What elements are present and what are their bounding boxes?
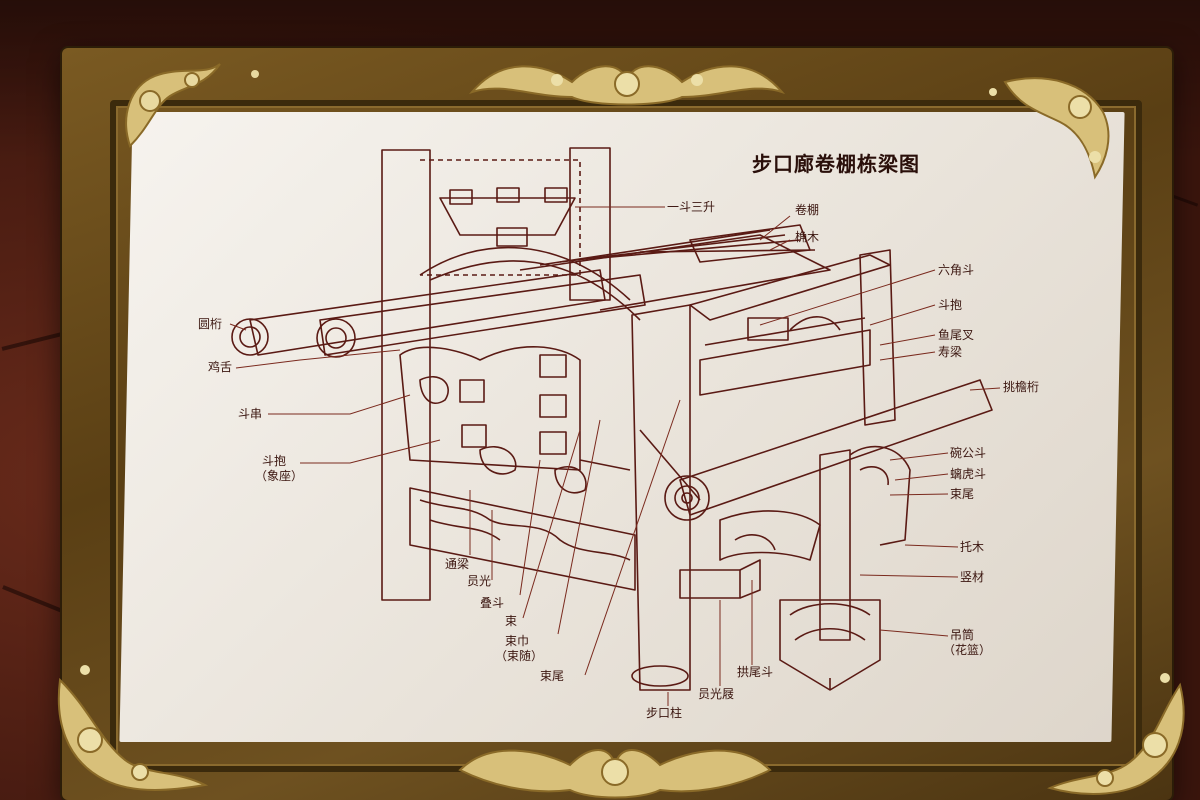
label-diaotong-note: （花篮） <box>943 643 992 657</box>
label-juanpeng: 卷棚 <box>795 203 820 217</box>
label-doubao-left: 斗抱 <box>262 454 287 468</box>
label-chihudou: 螭虎斗 <box>950 467 987 481</box>
label-doubao-left-note: （象座） <box>255 469 304 483</box>
corner-ornament-top-right <box>989 77 1110 180</box>
label-shujin-note: （束随） <box>495 649 544 663</box>
label-doubao-right: 斗抱 <box>938 298 963 312</box>
label-shujin: 束巾 <box>505 634 530 648</box>
label-shu: 束 <box>505 614 518 628</box>
label-shuwei-right: 束尾 <box>950 487 975 501</box>
label-yuanguang: 员光 <box>467 574 492 588</box>
label-buokouzhu: 步口柱 <box>646 706 683 720</box>
label-wangongdou: 碗公斗 <box>950 446 987 460</box>
label-tongmu: 桷木 <box>795 230 820 244</box>
diagram-title: 步口廊卷棚栋梁图 <box>752 152 920 176</box>
label-tongliang: 通梁 <box>445 557 470 571</box>
label-diedou: 叠斗 <box>480 596 505 610</box>
label-shuwei-bottom: 束尾 <box>540 669 565 683</box>
bracket-structure-drawing <box>229 147 1001 706</box>
label-yidou-sansheng: 一斗三升 <box>667 200 716 214</box>
corner-ornament-bottom-left <box>57 665 209 791</box>
label-shouliang: 寿梁 <box>938 345 963 359</box>
label-yuanheng: 圆桁 <box>198 317 223 331</box>
bottom-center-ornament <box>458 749 772 799</box>
label-tiaoyanheng: 挑檐桁 <box>1003 380 1040 394</box>
label-gongweidou: 拱尾斗 <box>737 665 774 679</box>
label-shucai: 竖材 <box>960 570 985 584</box>
label-liujiaodou: 六角斗 <box>938 263 975 277</box>
top-center-ornament <box>468 65 786 106</box>
label-jishe: 鸡舌 <box>208 360 233 374</box>
label-diaotong: 吊筒 <box>950 628 975 642</box>
label-yuweicha: 鱼尾叉 <box>938 328 975 342</box>
label-douchuan: 斗串 <box>238 407 263 421</box>
label-tuomu: 托木 <box>960 540 985 554</box>
corner-ornament-bottom-right <box>1047 673 1185 795</box>
corner-ornament-top-left <box>125 63 259 148</box>
label-yuanguangju: 员光屐 <box>698 687 735 701</box>
